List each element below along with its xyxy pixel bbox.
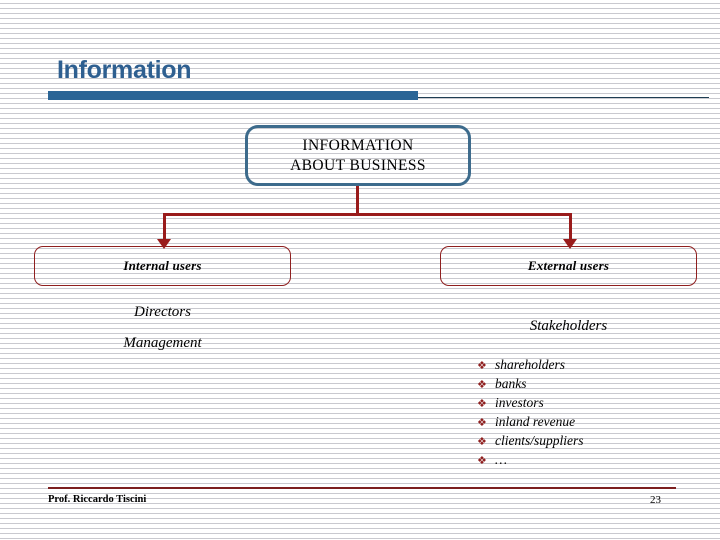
diamond-bullet-icon: ❖ xyxy=(477,359,487,372)
footer-author: Prof. Riccardo Tiscini xyxy=(48,494,147,505)
list-item: ❖ shareholders xyxy=(477,357,584,376)
list-item: ❖ clients/suppliers xyxy=(477,433,584,452)
list-item: ❖ … xyxy=(477,452,584,471)
diamond-bullet-icon: ❖ xyxy=(477,416,487,429)
top-box-line-2: ABOUT BUSINESS xyxy=(290,156,426,174)
connector-stem xyxy=(356,186,359,215)
connector-left-drop xyxy=(163,213,166,241)
arrow-down-icon-left xyxy=(157,239,171,249)
external-users-label: External users xyxy=(527,258,610,273)
stakeholder-shareholders: shareholders xyxy=(495,357,565,372)
stakeholder-clients-suppliers: clients/suppliers xyxy=(495,433,584,448)
stakeholder-ellipsis: … xyxy=(495,452,508,467)
node-information-about-business: INFORMATION ABOUT BUSINESS xyxy=(245,125,471,186)
page-title: Information xyxy=(57,56,192,84)
top-box-line-1: INFORMATION xyxy=(302,136,414,154)
arrow-down-icon-right xyxy=(563,239,577,249)
list-item: ❖ banks xyxy=(477,376,584,395)
internal-users-items: Directors Management xyxy=(34,305,291,367)
list-item: ❖ investors xyxy=(477,395,584,414)
title-rule-thick xyxy=(48,91,418,100)
node-internal-users: Internal users xyxy=(34,246,291,286)
stakeholder-investors: investors xyxy=(495,395,544,410)
diamond-bullet-icon: ❖ xyxy=(477,397,487,410)
connector-horizontal-bar xyxy=(163,213,572,216)
node-external-users: External users xyxy=(440,246,697,286)
diamond-bullet-icon: ❖ xyxy=(477,378,487,391)
footer-page-number: 23 xyxy=(650,494,661,506)
list-item: ❖ inland revenue xyxy=(477,414,584,433)
internal-item-directors: Directors xyxy=(134,304,191,320)
internal-users-label: Internal users xyxy=(123,258,202,273)
footer-divider xyxy=(48,487,676,489)
stakeholder-banks: banks xyxy=(495,376,527,391)
diamond-bullet-icon: ❖ xyxy=(477,435,487,448)
stakeholder-inland-revenue: inland revenue xyxy=(495,414,576,429)
stakeholders-list: ❖ shareholders ❖ banks ❖ investors ❖ inl… xyxy=(477,357,584,471)
internal-item-management: Management xyxy=(123,335,202,351)
stakeholders-heading: Stakeholders xyxy=(529,318,608,334)
diamond-bullet-icon: ❖ xyxy=(477,454,487,467)
connector-right-drop xyxy=(569,213,572,241)
